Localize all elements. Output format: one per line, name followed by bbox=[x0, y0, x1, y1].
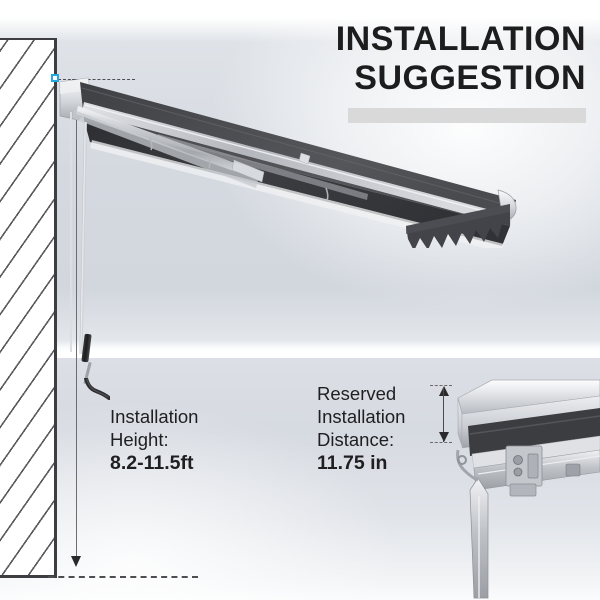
reserved-distance-arrow-bottom bbox=[438, 432, 449, 442]
reserved-distance-label-line-2: Installation bbox=[317, 406, 406, 427]
installation-height-label-line-1: Installation bbox=[110, 406, 199, 427]
reserved-distance-dimension-line bbox=[443, 388, 445, 442]
installation-height-label-line-2: Height: bbox=[110, 429, 169, 450]
installation-height-value: 8.2-11.5ft bbox=[110, 452, 194, 474]
height-dimension-arrow-bottom bbox=[71, 556, 81, 567]
reserved-distance-label-line-1: Reserved bbox=[317, 383, 397, 404]
wall-anchor-marker-icon bbox=[51, 74, 59, 82]
installation-height-callout: Installation Height: 8.2-11.5ft bbox=[110, 405, 198, 476]
title-line-2: SUGGESTION bbox=[354, 59, 586, 97]
wall-hatch-pattern bbox=[0, 40, 54, 575]
awning-cassette-bracket-detail bbox=[448, 368, 600, 600]
title-accent-bar bbox=[348, 108, 586, 123]
panel-divider bbox=[0, 340, 600, 362]
crank-rod-upper bbox=[70, 112, 73, 352]
crank-hook-icon bbox=[84, 376, 111, 400]
reserved-distance-callout: Reserved Installation Distance: 11.75 in bbox=[317, 382, 405, 476]
reserved-distance-label-line-3: Distance: bbox=[317, 429, 395, 450]
ground-line bbox=[48, 576, 198, 578]
title-line-1: INSTALLATION bbox=[335, 20, 586, 58]
reserved-distance-value: 11.75 in bbox=[317, 452, 388, 474]
page-title: INSTALLATION SUGGESTION bbox=[226, 20, 586, 123]
retractable-awning-illustration bbox=[58, 76, 518, 248]
building-wall bbox=[0, 38, 57, 578]
reserved-distance-tick-bottom bbox=[430, 442, 452, 443]
height-dimension-top-dash bbox=[58, 79, 135, 80]
height-dimension-line bbox=[76, 82, 78, 561]
reserved-distance-tick-top bbox=[430, 385, 452, 386]
